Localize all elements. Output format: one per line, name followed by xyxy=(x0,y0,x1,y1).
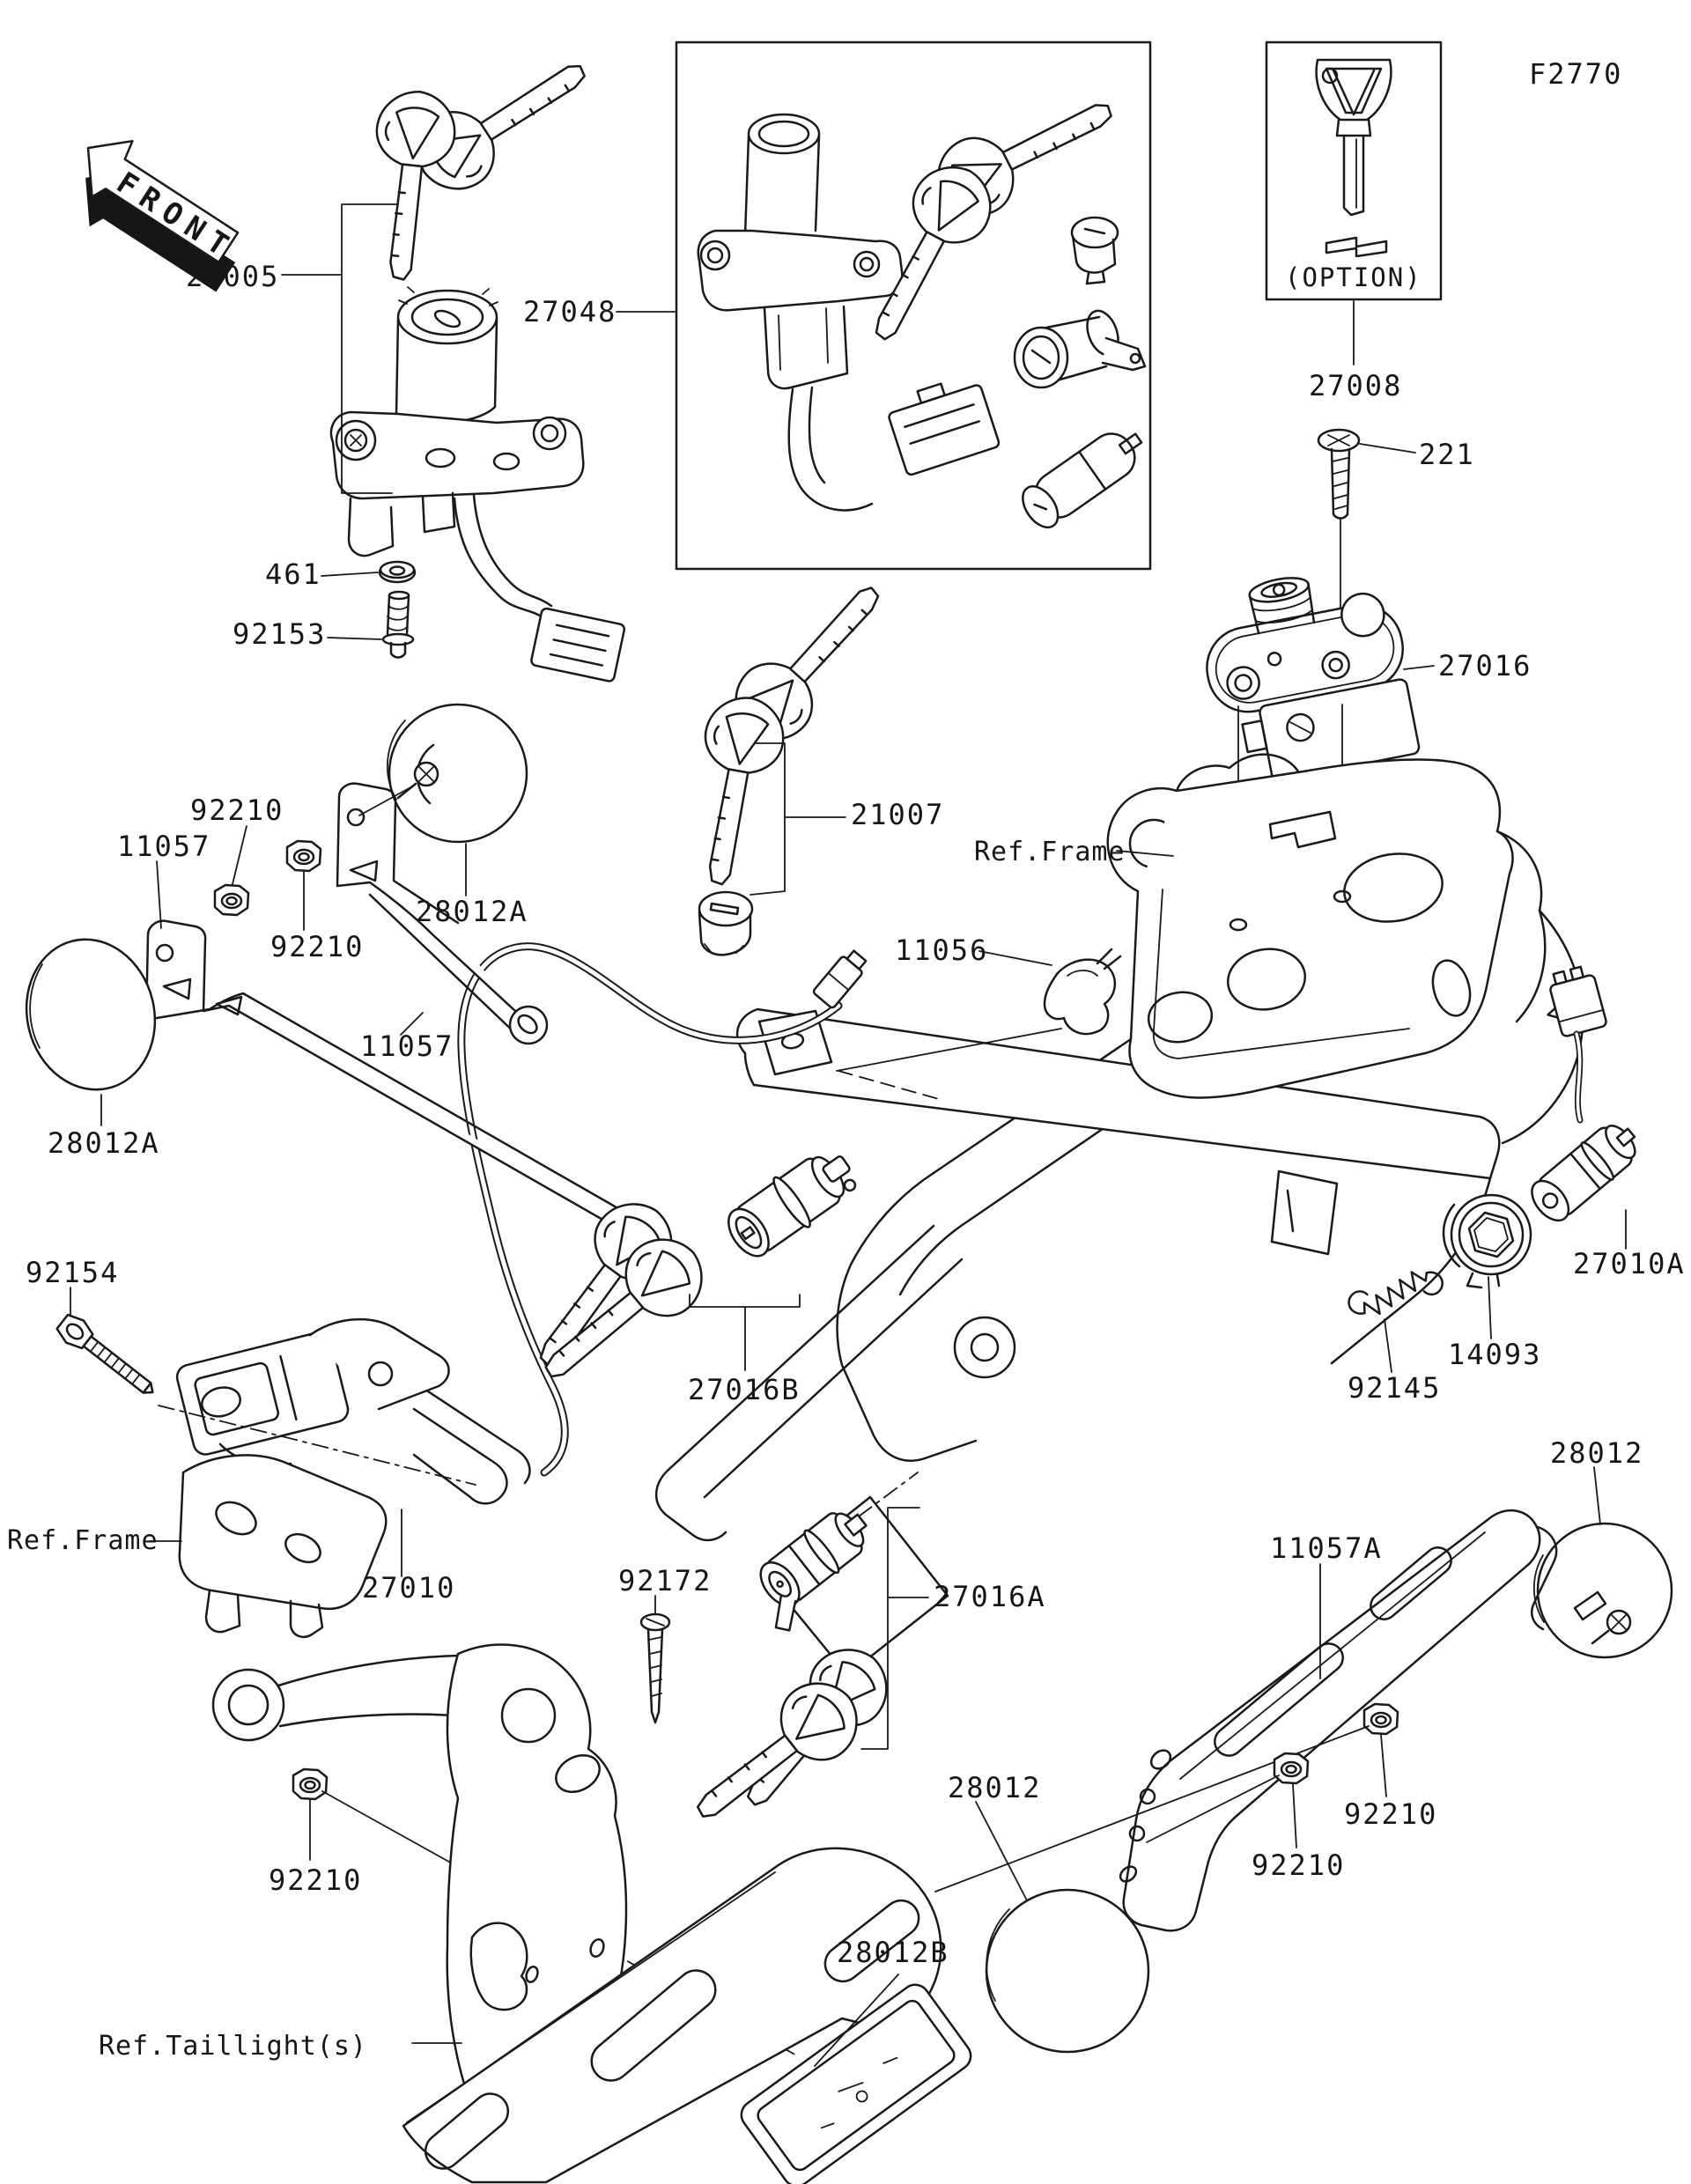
part-label-11056: 11056 xyxy=(895,933,988,967)
figure-code: F2770 xyxy=(1529,57,1622,91)
license-plate-bracket xyxy=(402,1847,942,2184)
spring-92145 xyxy=(1348,1271,1444,1373)
nut-92210-a xyxy=(213,825,250,917)
disc-28012-right xyxy=(1532,1466,1673,1659)
part-label-27008: 27008 xyxy=(1309,369,1402,402)
screw-221 xyxy=(1317,428,1416,663)
part-label-92145: 92145 xyxy=(1348,1371,1441,1405)
part-label-27048: 27048 xyxy=(523,295,617,328)
part-label-28012: 28012 xyxy=(948,1771,1041,1804)
nut-92210-d xyxy=(1146,1752,1310,1848)
box-27048 xyxy=(675,41,1152,571)
disc-28012A-1 xyxy=(358,703,528,896)
part-label-28012: 28012 xyxy=(1550,1436,1643,1470)
part-label-27005: 27005 xyxy=(186,260,279,293)
cap-14093 xyxy=(1442,1193,1532,1339)
part-label-92210: 92210 xyxy=(270,930,364,963)
seat-lock-27010 xyxy=(158,1317,531,1577)
bracket-11057-b xyxy=(336,782,549,1045)
part-label-27016b: 27016B xyxy=(688,1373,801,1406)
part-label-92210: 92210 xyxy=(269,1863,362,1897)
part-label-92154: 92154 xyxy=(26,1256,119,1289)
ignition-switch-27005 xyxy=(329,286,626,682)
part-label-92153: 92153 xyxy=(233,617,326,651)
washer-461 xyxy=(321,560,417,584)
part-label-27010a: 27010A xyxy=(1573,1247,1686,1280)
ref-label-reftaillights: Ref.Taillight(s) xyxy=(99,2031,367,2062)
disc-28012A-2 xyxy=(25,938,157,1126)
lock-barrel xyxy=(1022,432,1143,529)
part-label-27016a: 27016A xyxy=(934,1580,1046,1613)
part-label-27016: 27016 xyxy=(1438,649,1532,682)
part-label-221: 221 xyxy=(1419,438,1475,471)
seat-lock-assy-27016 xyxy=(1206,577,1435,919)
screw-92172 xyxy=(639,1595,671,1724)
ignition-key-set-27005 xyxy=(360,35,605,284)
part-label-92210: 92210 xyxy=(1252,1848,1345,1882)
part-label-461: 461 xyxy=(265,557,321,591)
key-set-21007 xyxy=(679,563,905,956)
clip-11056 xyxy=(836,948,1122,1072)
switch-27010A xyxy=(1531,965,1636,1250)
option-label: (OPTION) xyxy=(1285,262,1422,292)
part-label-28012a: 28012A xyxy=(416,895,528,928)
part-label-14093: 14093 xyxy=(1448,1338,1541,1371)
screw-92153 xyxy=(327,590,415,659)
part-label-92172: 92172 xyxy=(618,1564,712,1597)
part-label-28012a: 28012A xyxy=(48,1126,160,1160)
ref-label-refframe: Ref.Frame xyxy=(974,837,1126,867)
reflector-28012B xyxy=(740,1974,972,2184)
lock-27016B xyxy=(513,1155,857,1406)
switch-set-27048 xyxy=(697,73,1147,529)
seat-lock-cable xyxy=(457,942,868,1477)
part-label-28012b: 28012B xyxy=(837,1936,949,1969)
part-label-11057: 11057 xyxy=(360,1029,454,1063)
part-label-11057: 11057 xyxy=(117,830,210,863)
license-bracket-11057A xyxy=(1119,1509,1558,1932)
part-label-21007: 21007 xyxy=(851,798,944,831)
part-label-92210: 92210 xyxy=(190,793,284,827)
lock-27016A xyxy=(676,1472,949,1846)
part-label-11057a: 11057A xyxy=(1270,1531,1383,1565)
leader-27005 xyxy=(281,203,399,494)
seat-lock-cylinder xyxy=(1013,309,1147,389)
frame-bracket-lower xyxy=(149,1454,388,1638)
disc-28012-bottom xyxy=(975,1801,1150,2054)
labels-layer: 27005 27048 27008 221 27016 21007 11056 461 9215… xyxy=(7,260,1686,2062)
part-label-92210: 92210 xyxy=(1344,1797,1437,1831)
ref-label-refframe: Ref.Frame xyxy=(7,1525,159,1556)
frame xyxy=(654,753,1584,1542)
bolt-92154 xyxy=(55,1287,154,1394)
nut-92210-b xyxy=(285,839,424,1036)
part-label-27010: 27010 xyxy=(362,1571,455,1605)
box-27008: (OPTION) xyxy=(1265,41,1443,365)
